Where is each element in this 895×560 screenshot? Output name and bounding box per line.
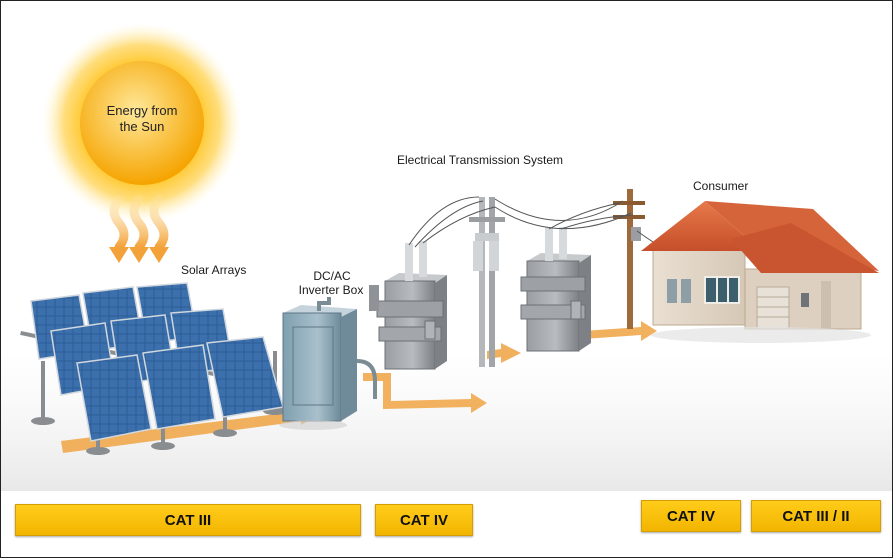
- category-bar-service: CAT IV: [641, 500, 741, 532]
- transmission-label: Electrical Transmission System: [397, 153, 564, 167]
- category-bar-solar: CAT III: [15, 504, 361, 536]
- category-bar-consumer: CAT III / II: [751, 500, 881, 532]
- solar-array-icon: [20, 282, 287, 455]
- sun-icon: [42, 23, 242, 223]
- ray-arrowheads-icon: [109, 247, 169, 263]
- inverter-label-line2: Inverter Box: [298, 283, 364, 297]
- inverter-box-icon: [279, 297, 377, 430]
- power-lines: [408, 196, 662, 248]
- house-icon: [641, 201, 879, 343]
- inverter-label-line1: DC/AC: [313, 269, 351, 283]
- sunlight-rays-icon: [109, 194, 169, 252]
- transformer-icon-2: [520, 227, 591, 352]
- consumer-label: Consumer: [693, 179, 749, 193]
- solar-arrays-label: Solar Arrays: [181, 263, 247, 277]
- sun-label: Energy from the Sun: [106, 103, 178, 134]
- utility-pole-icon: [613, 189, 645, 329]
- transmission-pole-icon: [469, 197, 505, 367]
- transformer-icon: [369, 241, 447, 370]
- category-bar-inverter: CAT IV: [375, 504, 473, 536]
